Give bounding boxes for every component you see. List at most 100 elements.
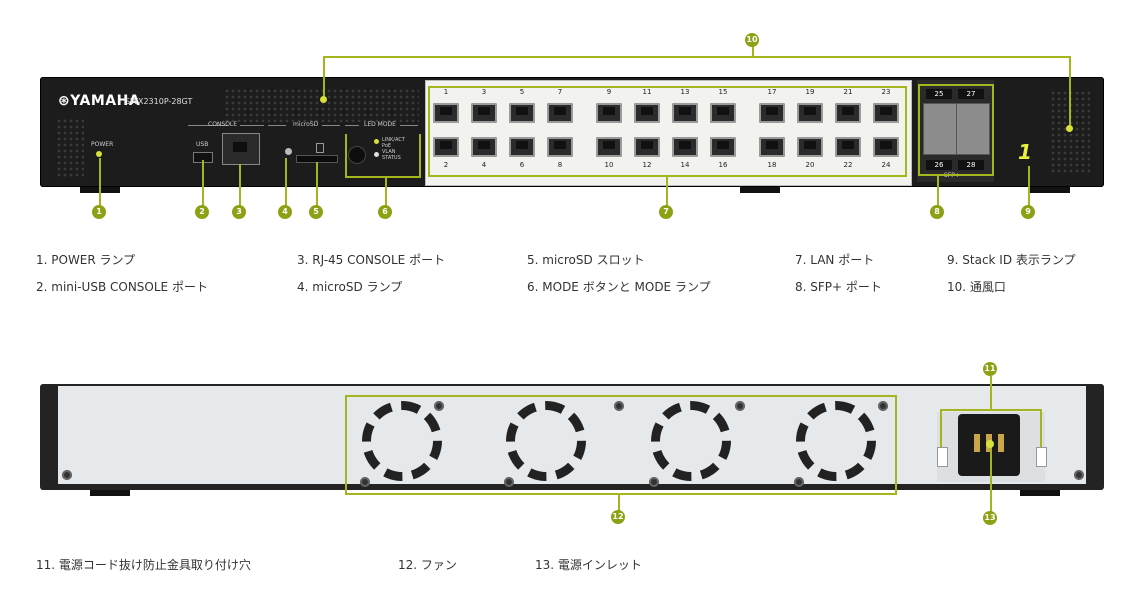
legend-13: 13. 電源インレット: [535, 558, 642, 572]
sfp-port-27-28[interactable]: [956, 103, 990, 155]
power-label: POWER: [91, 141, 114, 148]
yamaha-emblem-icon: ⊛: [58, 93, 71, 109]
lan-port-11[interactable]: [634, 103, 660, 123]
lan-port-12[interactable]: [634, 137, 660, 157]
lan-port-21[interactable]: [835, 103, 861, 123]
callout-13-badge: 13: [983, 511, 997, 525]
lan-port-4[interactable]: [471, 137, 497, 157]
lan-port-8[interactable]: [547, 137, 573, 157]
console-rule-right: [240, 125, 264, 126]
callout-4-line: [285, 158, 287, 206]
lan-port-19-label: 19: [805, 88, 815, 96]
led-mode-status: STATUS: [382, 155, 401, 161]
lan-port-24[interactable]: [873, 137, 899, 157]
fan-1-grille: [362, 401, 442, 481]
legend-3: 3. RJ-45 CONSOLE ポート: [297, 253, 446, 267]
lan-port-20[interactable]: [797, 137, 823, 157]
lan-port-23-label: 23: [881, 88, 891, 96]
callout-1-line: [99, 158, 101, 206]
lan-port-17-label: 17: [767, 88, 777, 96]
mode-button[interactable]: [348, 146, 366, 164]
callout-9-line: [1028, 166, 1030, 206]
fan-3-grille: [651, 401, 731, 481]
cord-retainer-hole-left: [937, 447, 948, 467]
lan-port-10[interactable]: [596, 137, 622, 157]
brand-name: YAMAHA: [70, 93, 141, 109]
legend-7: 7. LAN ポート: [795, 253, 875, 267]
lan-port-15[interactable]: [710, 103, 736, 123]
power-lamp: [96, 151, 102, 157]
legend-11: 11. 電源コード抜け防止金具取り付け穴: [36, 558, 251, 572]
lan-port-7[interactable]: [547, 103, 573, 123]
lan-port-5[interactable]: [509, 103, 535, 123]
callout-12-line: [618, 493, 620, 511]
callout-12-badge: 12: [611, 510, 625, 524]
callout-3-badge: 3: [232, 205, 246, 219]
rear-foot-left: [90, 490, 130, 496]
lan-port-17[interactable]: [759, 103, 785, 123]
fan-1: [356, 395, 448, 487]
callout-3-line: [239, 164, 241, 206]
fan-screw-8: [794, 477, 804, 487]
led-mode-lamp-status: [374, 152, 379, 157]
lan-port-22-label: 22: [843, 161, 853, 169]
callout-7-bracket: [428, 86, 907, 177]
lan-port-6[interactable]: [509, 137, 535, 157]
lan-port-22[interactable]: [835, 137, 861, 157]
model-name: SWX2310P-28GT: [125, 97, 193, 106]
rear-screw-right: [1074, 470, 1084, 480]
rj45-console-port[interactable]: [222, 133, 260, 165]
usb-label: USB: [196, 141, 209, 148]
microsd-label: microSD: [293, 121, 319, 128]
led-mode-lamp-link: [374, 139, 379, 144]
lan-port-21-label: 21: [843, 88, 853, 96]
callout-5-line: [316, 162, 318, 206]
legend-12: 12. ファン: [398, 558, 457, 572]
sfp-port-25-26[interactable]: [923, 103, 957, 155]
cord-retainer-hole-right: [1036, 447, 1047, 467]
rear-foot-right: [1020, 490, 1060, 496]
lan-port-1-label: 1: [443, 88, 449, 96]
front-foot-right: [1030, 187, 1070, 193]
lan-port-20-label: 20: [805, 161, 815, 169]
legend-6: 6. MODE ボタンと MODE ランプ: [527, 280, 711, 294]
vent-left: [56, 118, 84, 178]
lan-port-9[interactable]: [596, 103, 622, 123]
rj45-console-socket: [233, 142, 247, 152]
lan-port-panel: [425, 80, 912, 186]
sfp-port-26-label: 26: [926, 160, 952, 170]
lan-port-18[interactable]: [759, 137, 785, 157]
brand-logo: ⊛YAMAHA: [58, 93, 140, 109]
legend-1: 1. POWER ランプ: [36, 253, 136, 267]
lan-port-1[interactable]: [433, 103, 459, 123]
lan-port-19[interactable]: [797, 103, 823, 123]
fan-3: [645, 395, 737, 487]
sfp-port-25-label: 25: [926, 89, 952, 99]
lan-port-16[interactable]: [710, 137, 736, 157]
callout-9-badge: 9: [1021, 205, 1035, 219]
legend-4: 4. microSD ランプ: [297, 280, 403, 294]
callout-13-line: [990, 448, 992, 512]
lan-port-3[interactable]: [471, 103, 497, 123]
callout-11-line-h: [940, 409, 1042, 411]
callout-1-badge: 1: [92, 205, 106, 219]
microsd-rule-left: [268, 125, 286, 126]
lan-port-13[interactable]: [672, 103, 698, 123]
led-mode-poe: PoE: [382, 143, 392, 149]
fan-screw-6: [504, 477, 514, 487]
legend-5: 5. microSD スロット: [527, 253, 645, 267]
lan-port-4-label: 4: [481, 161, 487, 169]
callout-11-line-up: [990, 376, 992, 410]
lan-port-23[interactable]: [873, 103, 899, 123]
callout-10-dot-left: [320, 96, 327, 103]
lan-port-5-label: 5: [519, 88, 525, 96]
lan-port-14[interactable]: [672, 137, 698, 157]
callout-8-line: [937, 174, 939, 206]
led-mode-linkact: LINK/ACT: [382, 137, 405, 143]
fan-screw-7: [649, 477, 659, 487]
stack-id-lamp: 1: [1018, 140, 1032, 164]
lan-port-2[interactable]: [433, 137, 459, 157]
legend-2: 2. mini-USB CONSOLE ポート: [36, 280, 208, 294]
callout-11-line-left: [940, 409, 942, 447]
callout-7-badge: 7: [659, 205, 673, 219]
